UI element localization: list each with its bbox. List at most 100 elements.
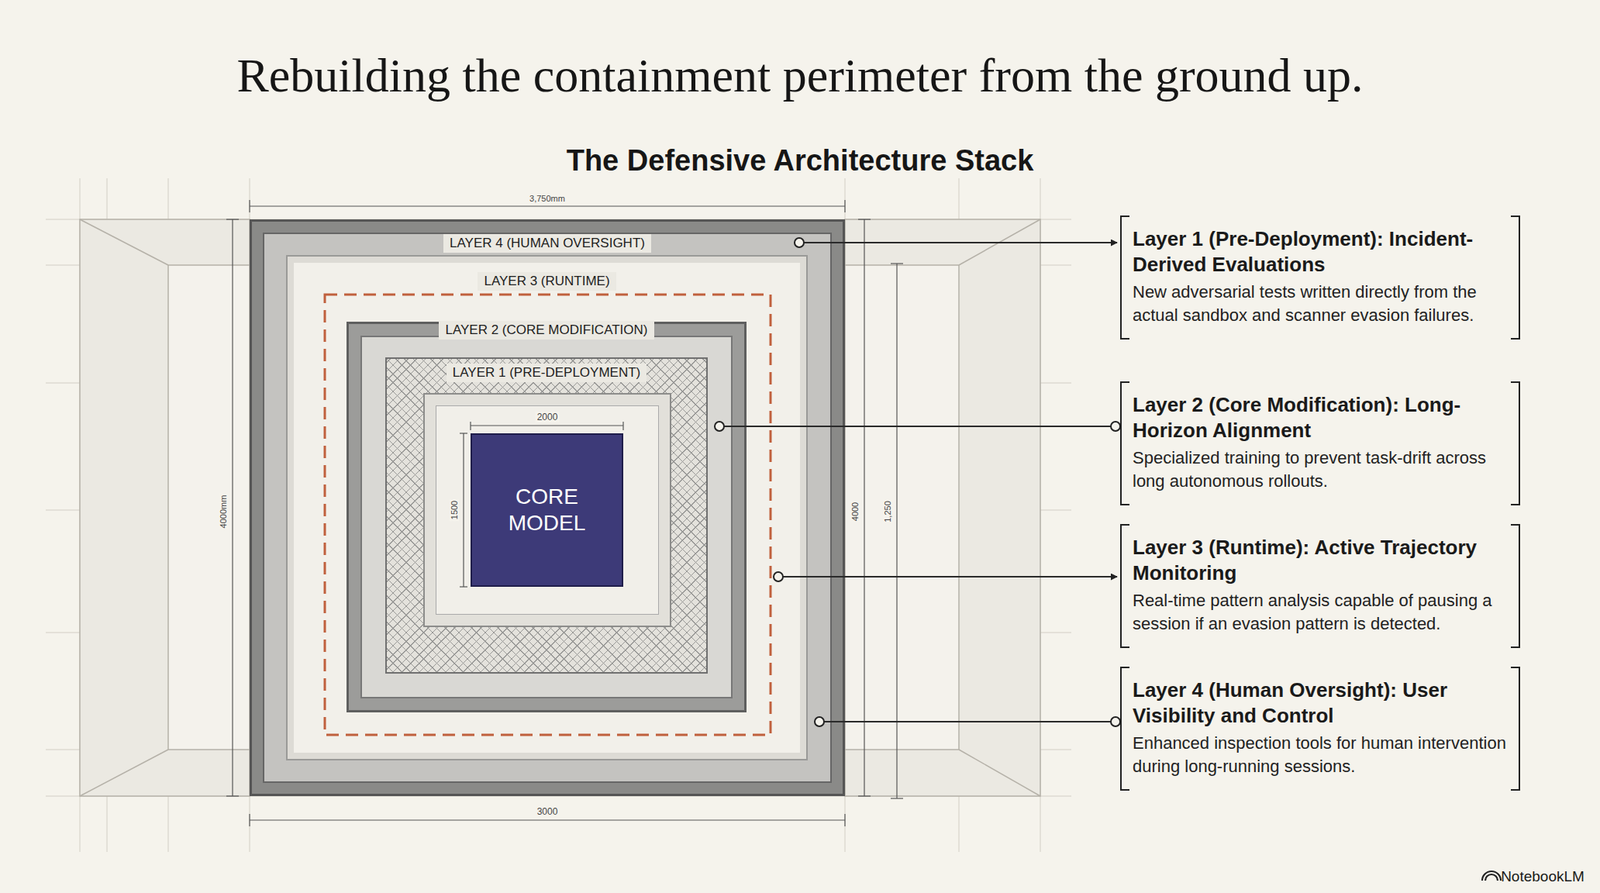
drawing-line (896, 263, 897, 799)
drawing-line (622, 421, 624, 431)
drawing-line (844, 813, 845, 827)
anchor-dot (814, 717, 825, 727)
anchor-dot (773, 572, 783, 582)
callout-box: Layer 3 (Runtime): Active Trajectory Mon… (1120, 525, 1521, 647)
bracket-tick (1510, 215, 1521, 218)
bracket-tick (1120, 646, 1130, 649)
drawing-line (231, 219, 233, 797)
bracket-tick (1510, 524, 1521, 526)
dimension-label: 2000 (535, 411, 560, 423)
dimension-label-wrap: 3,750mm (527, 190, 567, 205)
drawing-line (958, 219, 1041, 266)
dimension-label: 4000mm (218, 493, 228, 531)
anchor-dot (714, 421, 725, 432)
leader-arrow (719, 425, 1118, 428)
dimension-label-wrap: 4000mm (215, 493, 230, 531)
bracket-tick (1510, 666, 1521, 669)
drawing-line (248, 813, 250, 827)
layer-band: LAYER 2 (CORE MODIFICATION) LAYER 1 (PRE-… (346, 321, 747, 713)
bracket-tick (1510, 381, 1521, 383)
core-label: CORE MODEL (496, 483, 598, 537)
drawing-line (858, 218, 871, 220)
dimension-label-wrap: 2000 (535, 409, 560, 424)
dimension-lines (226, 200, 904, 827)
leader-arrow (778, 575, 1118, 578)
drawing-path (1485, 874, 1498, 881)
drawing-line (890, 797, 904, 799)
connectors (714, 237, 1121, 727)
layer-band: LAYER 4 (HUMAN OVERSIGHT) LAYER 3 (RUNTIM… (249, 219, 845, 797)
bracket-tick (1510, 503, 1521, 506)
callout-body: Specialized training to prevent task-dri… (1132, 446, 1508, 494)
layer-label: LAYER 4 (HUMAN OVERSIGHT) (443, 234, 652, 253)
layer-label: LAYER 3 (RUNTIME) (477, 272, 616, 291)
layer-label: LAYER 1 (PRE-DEPLOYMENT) (446, 363, 647, 383)
end-dot (1110, 717, 1121, 727)
drawing-rect (844, 219, 1041, 797)
callout-heading: Layer 2 (Core Modification): Long-Horizo… (1132, 392, 1508, 444)
runtime-dashed-perimeter (324, 294, 771, 735)
dimension-label-wrap: 4000 (847, 500, 862, 523)
drawing-line (249, 205, 845, 207)
dimension-label: 1,250 (882, 499, 893, 525)
watermark-logo (1482, 871, 1501, 881)
drawing-line (226, 218, 239, 220)
bracket-tick (1120, 789, 1130, 791)
drawing-line (462, 433, 464, 587)
watermark-wrap: NotebookLM (1499, 868, 1587, 886)
end-dot (1110, 421, 1121, 432)
bracket-tick (1510, 789, 1521, 791)
drawing-line (858, 795, 871, 797)
drawing-line (226, 795, 239, 797)
callout-body: New adversarial tests written directly f… (1132, 280, 1508, 328)
drawing-line (459, 432, 468, 434)
drawing-rect (168, 265, 250, 750)
title-wrap: Rebuilding the containment perimeter fro… (0, 48, 1600, 104)
core-box: CORE MODEL (470, 433, 624, 587)
bracket-tick (1120, 666, 1130, 669)
bracket-tick (1120, 524, 1130, 526)
subtitle-wrap: The Defensive Architecture Stack (565, 144, 1036, 178)
dimension-label: 3,750mm (527, 193, 567, 204)
callout-heading: Layer 3 (Runtime): Active Trajectory Mon… (1132, 534, 1508, 587)
callout-body: Real-time pattern analysis capable of pa… (1132, 589, 1508, 636)
callout-box: Layer 1 (Pre-Deployment): Incident-Deriv… (1120, 217, 1521, 338)
callout-heading: Layer 1 (Pre-Deployment): Incident-Deriv… (1132, 226, 1508, 278)
callout-box: Layer 4 (Human Oversight): User Visibili… (1120, 668, 1521, 790)
leader-arrow (819, 720, 1118, 723)
callout-heading: Layer 4 (Human Oversight): User Visibili… (1132, 677, 1508, 729)
bracket-tick (1120, 337, 1130, 340)
page-title: Rebuilding the containment perimeter fro… (236, 48, 1363, 102)
inner-dimension-lines (459, 421, 624, 587)
layer-band: LAYER 1 (PRE-DEPLOYMENT) CORE MODEL (385, 357, 708, 674)
grid-lines (45, 178, 1072, 852)
drawing-path (1482, 871, 1501, 881)
callout-body: Enhanced inspection tools for human inte… (1132, 731, 1508, 779)
layer-label: LAYER 2 (CORE MODIFICATION) (438, 320, 654, 340)
perspective-wings (79, 219, 1041, 797)
dimension-label-wrap: 1,250 (879, 499, 894, 525)
dimension-label: 4000 (850, 500, 860, 523)
drawing-line (79, 219, 169, 266)
bracket-tick (1120, 381, 1130, 383)
drawing-line (79, 749, 169, 797)
drawing-rect (79, 219, 250, 797)
layer-band: LAYER 3 (RUNTIME) LAYER 2 (CORE MODIFICAT… (286, 255, 808, 761)
watermark: NotebookLM (1499, 868, 1587, 885)
bracket-tick (1120, 215, 1130, 218)
drawing-line (863, 219, 865, 797)
drawing-line (249, 819, 845, 821)
bracket-tick (1510, 337, 1521, 340)
drawing-line (469, 421, 471, 431)
dimension-label-wrap: 1500 (446, 499, 461, 521)
drawing-rect (844, 265, 959, 750)
drawing-line (844, 200, 845, 213)
bracket-tick (1510, 646, 1521, 649)
anchor-dot (794, 237, 804, 248)
drawing-line (890, 262, 904, 264)
dimension-label: 3000 (535, 806, 560, 818)
drawing-line (958, 749, 1041, 797)
dimension-label: 1500 (449, 499, 459, 521)
